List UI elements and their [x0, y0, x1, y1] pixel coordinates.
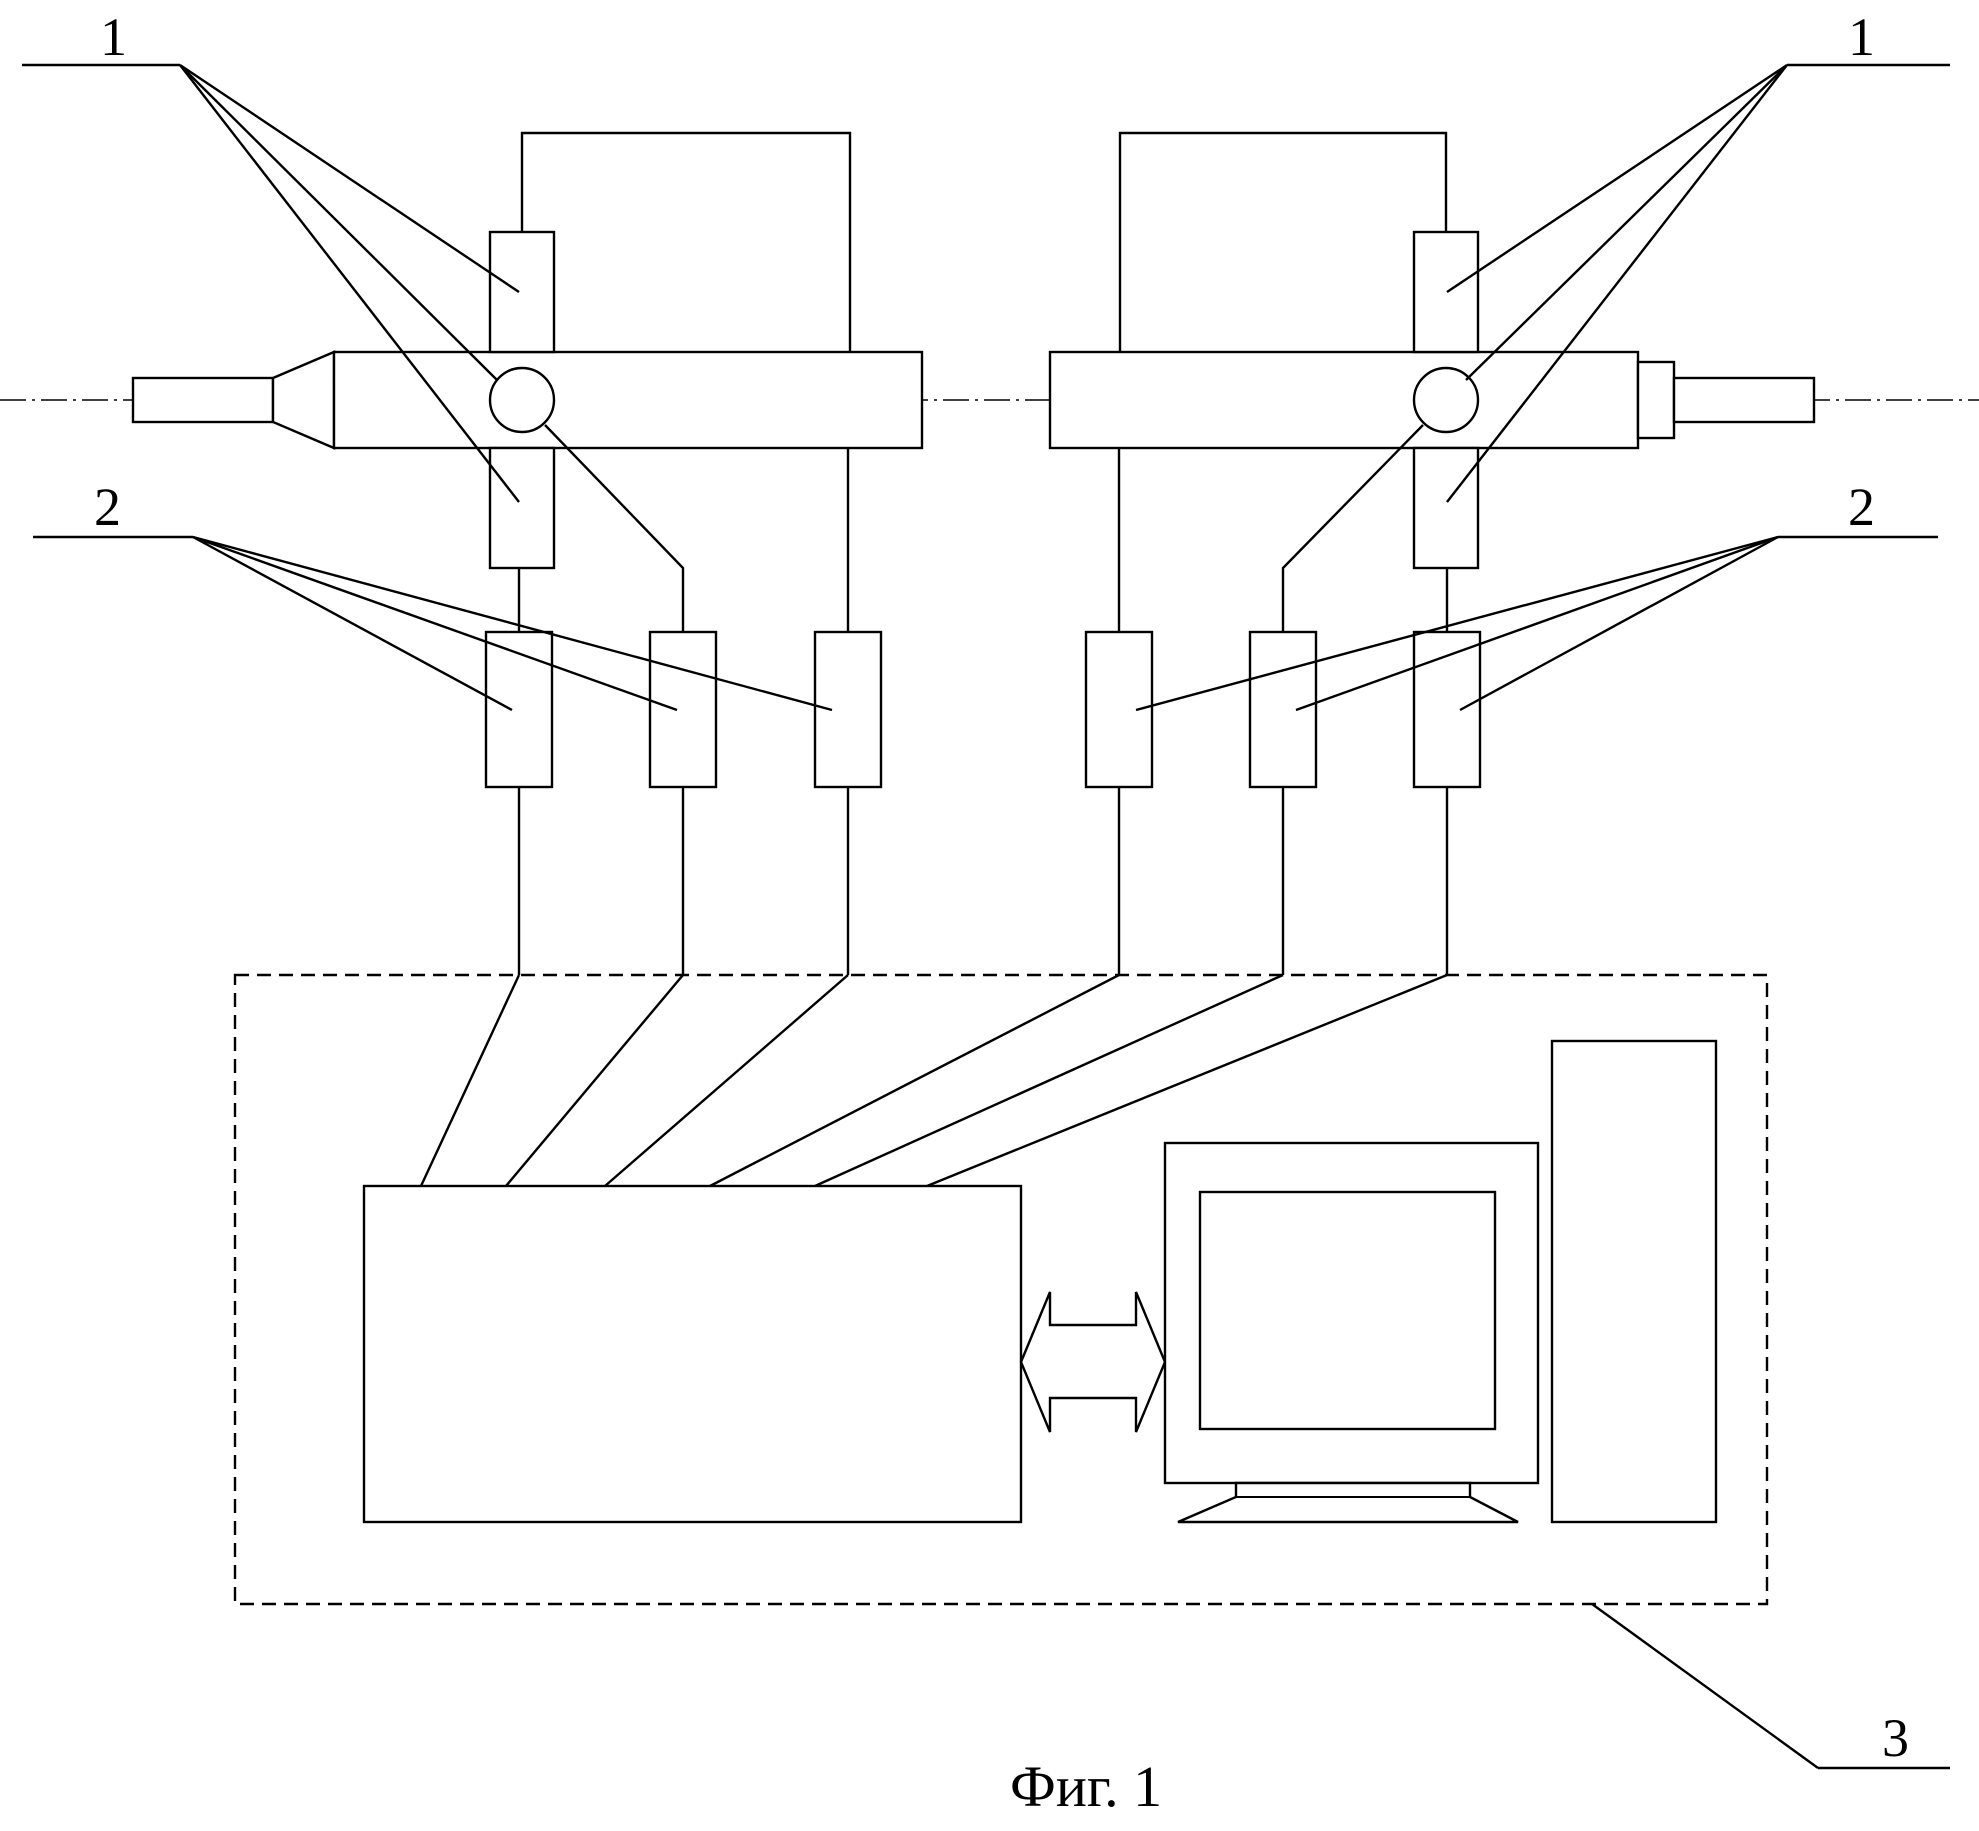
- data-acquisition-unit: [364, 1186, 1021, 1522]
- converter-row: [486, 632, 1480, 787]
- left-bottom-sensor: [490, 448, 554, 568]
- right-end-collar: [1638, 362, 1674, 438]
- right-end-stub: [1674, 378, 1814, 422]
- converter-box-2: [650, 632, 716, 787]
- computer-monitor: [1165, 1143, 1538, 1522]
- right-top-loop-wire: [1120, 133, 1446, 352]
- left-circle-sensor: [490, 368, 554, 432]
- left-main-body: [334, 352, 922, 448]
- label-2-right: 2: [1848, 477, 1875, 537]
- monitor-screen: [1200, 1192, 1495, 1429]
- converter-box-5: [1250, 632, 1316, 787]
- left-top-loop-wire: [522, 133, 850, 352]
- monitor-stand: [1178, 1483, 1518, 1522]
- left-taper: [273, 352, 334, 448]
- right-bottom-sensor: [1414, 448, 1478, 568]
- computer-tower: [1552, 1041, 1716, 1522]
- left-assembly: [133, 133, 922, 568]
- left-end-stub: [133, 378, 273, 422]
- converter-box-1: [486, 632, 552, 787]
- sensor-converter-wires: [519, 425, 1447, 632]
- label-2-left: 2: [94, 477, 121, 537]
- label-1-left: 1: [100, 7, 127, 67]
- label-3: 3: [1882, 1708, 1909, 1768]
- bidirectional-arrow: [1021, 1292, 1165, 1432]
- converter-box-3: [815, 632, 881, 787]
- right-main-body: [1050, 352, 1638, 448]
- converter-output-wires: [519, 787, 1447, 975]
- right-assembly: [1050, 133, 1814, 568]
- left-top-sensor: [490, 232, 554, 352]
- figure-caption: Фиг. 1: [1010, 1754, 1162, 1819]
- label-1-right: 1: [1848, 7, 1875, 67]
- right-top-sensor: [1414, 232, 1478, 352]
